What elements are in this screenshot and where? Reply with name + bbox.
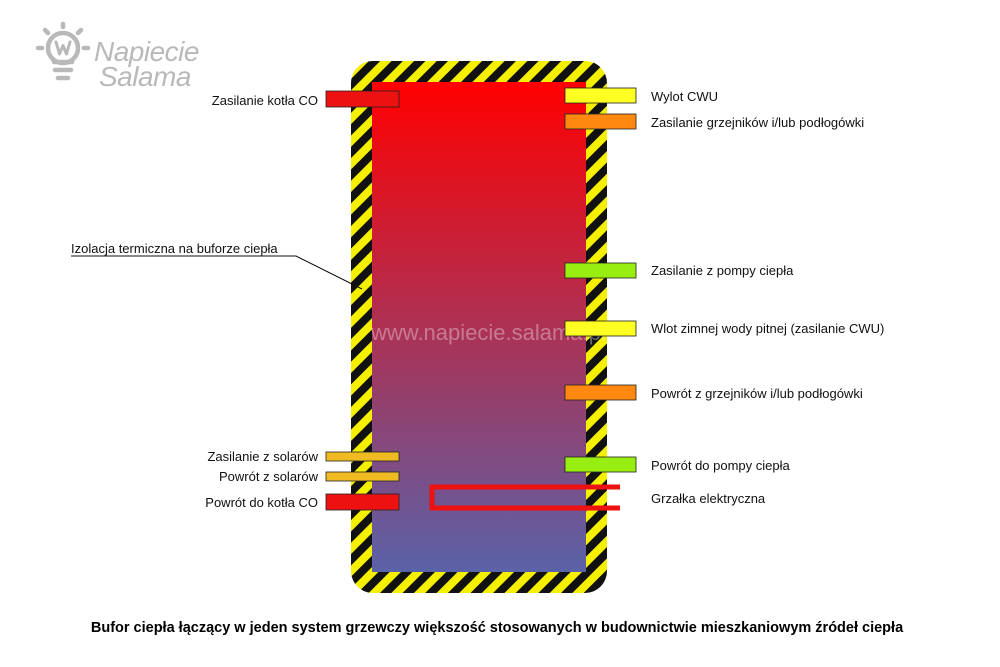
- label-solar-return: Powrót z solarów: [219, 469, 319, 484]
- logo-text-line2: Salama: [99, 61, 191, 92]
- port-boiler-return: [325, 493, 400, 511]
- electric-heater-coil: [429, 484, 620, 511]
- port-cold-water-in: [564, 320, 637, 337]
- port-solar-return: [325, 471, 400, 482]
- insulation-leader-line: [71, 255, 363, 290]
- label-heating-supply: Zasilanie grzejników i/lub podłogówki: [651, 115, 864, 130]
- buffer-tank: [351, 61, 607, 593]
- diagram-caption: Bufor ciepła łączący w jeden system grze…: [91, 620, 904, 636]
- tank-interior: [372, 82, 586, 572]
- lightbulb-w-icon: [35, 21, 91, 81]
- logo: Napiecie Salama: [35, 21, 199, 92]
- label-boiler-return: Powrót do kotła CO: [205, 495, 318, 510]
- port-heat-pump-return: [564, 456, 637, 473]
- port-heat-pump-supply: [564, 262, 637, 279]
- label-heat-pump-supply: Zasilanie z pompy ciepła: [651, 263, 794, 278]
- label-insulation: Izolacja termiczna na buforze ciepła: [71, 241, 278, 256]
- port-heating-return: [564, 384, 637, 401]
- label-cold-water-in: Wlot zimnej wody pitnej (zasilanie CWU): [651, 321, 884, 336]
- label-heat-pump-return: Powrót do pompy ciepła: [651, 458, 791, 473]
- label-electric-heater: Grzałka elektryczna: [651, 491, 766, 506]
- label-hot-water-out: Wylot CWU: [651, 89, 718, 104]
- port-heating-supply: [564, 113, 637, 130]
- logo-text-line1: Napiecie: [94, 36, 199, 67]
- label-heating-return: Powrót z grzejników i/lub podłogówki: [651, 386, 863, 401]
- port-hot-water-out: [564, 87, 637, 104]
- port-boiler-supply: [325, 90, 400, 108]
- label-solar-supply: Zasilanie z solarów: [207, 449, 318, 464]
- port-solar-supply: [325, 451, 400, 462]
- label-boiler-supply: Zasilanie kotła CO: [212, 93, 318, 108]
